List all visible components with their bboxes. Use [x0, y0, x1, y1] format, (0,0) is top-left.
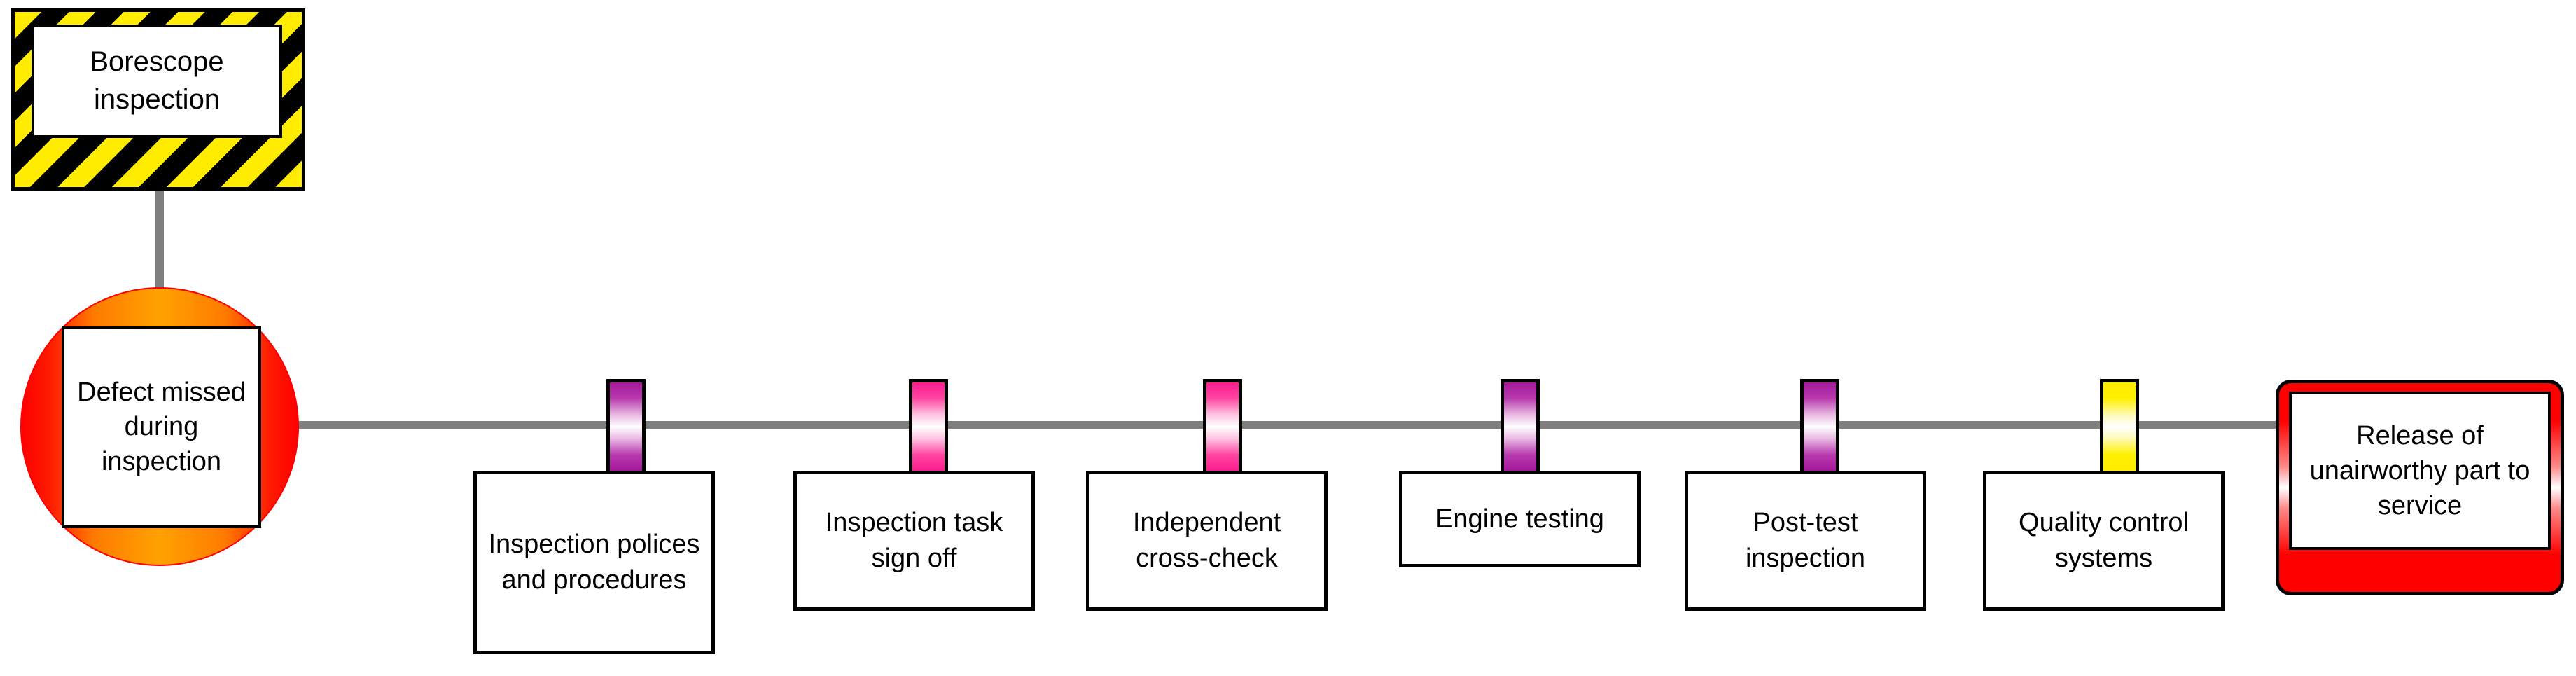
connector-threat-to-event — [155, 189, 164, 291]
barrier-bar-inspection-task-sign-off[interactable] — [909, 379, 948, 474]
top-event-label: Defect missed during inspection — [77, 377, 246, 476]
threat-box-borescope-inspection[interactable]: Borescope inspection — [11, 8, 305, 191]
consequence-box-release-of-unairworthy-part[interactable]: Release of unairworthy part to service — [2276, 380, 2564, 595]
control-box-label: Engine testing — [1435, 504, 1604, 534]
control-box-label: Inspection polices and procedures — [488, 530, 700, 595]
control-box-label: Independent cross-check — [1132, 508, 1281, 573]
control-box-independent-cross-check[interactable]: Independent cross-check — [1086, 471, 1328, 611]
control-box-label: Post-test inspection — [1745, 508, 1866, 573]
threat-box-inner-panel: Borescope inspection — [32, 25, 282, 138]
barrier-bar-inspection-policies[interactable] — [606, 379, 646, 474]
barrier-bar-quality-control-systems[interactable] — [2100, 379, 2139, 474]
control-box-quality-control-systems[interactable]: Quality control systems — [1983, 471, 2225, 611]
barrier-bar-post-test-inspection[interactable] — [1800, 379, 1839, 474]
top-event-label-box: Defect missed during inspection — [62, 326, 261, 528]
control-box-label: Quality control systems — [2019, 508, 2189, 573]
control-box-inspection-policies[interactable]: Inspection polices and procedures — [473, 471, 715, 654]
connector-main-spine — [297, 421, 2362, 429]
control-box-inspection-task-sign-off[interactable]: Inspection task sign off — [793, 471, 1035, 611]
barrier-bar-engine-testing[interactable] — [1501, 379, 1540, 474]
consequence-box-label: Release of unairworthy part to service — [2309, 420, 2530, 521]
control-box-engine-testing[interactable]: Engine testing — [1399, 471, 1641, 567]
control-box-post-test-inspection[interactable]: Post-test inspection — [1685, 471, 1926, 611]
consequence-box-inner-panel: Release of unairworthy part to service — [2289, 392, 2551, 550]
barrier-bar-independent-cross-check[interactable] — [1203, 379, 1242, 474]
threat-box-label: Borescope inspection — [90, 46, 224, 115]
control-box-label: Inspection task sign off — [825, 508, 1003, 573]
